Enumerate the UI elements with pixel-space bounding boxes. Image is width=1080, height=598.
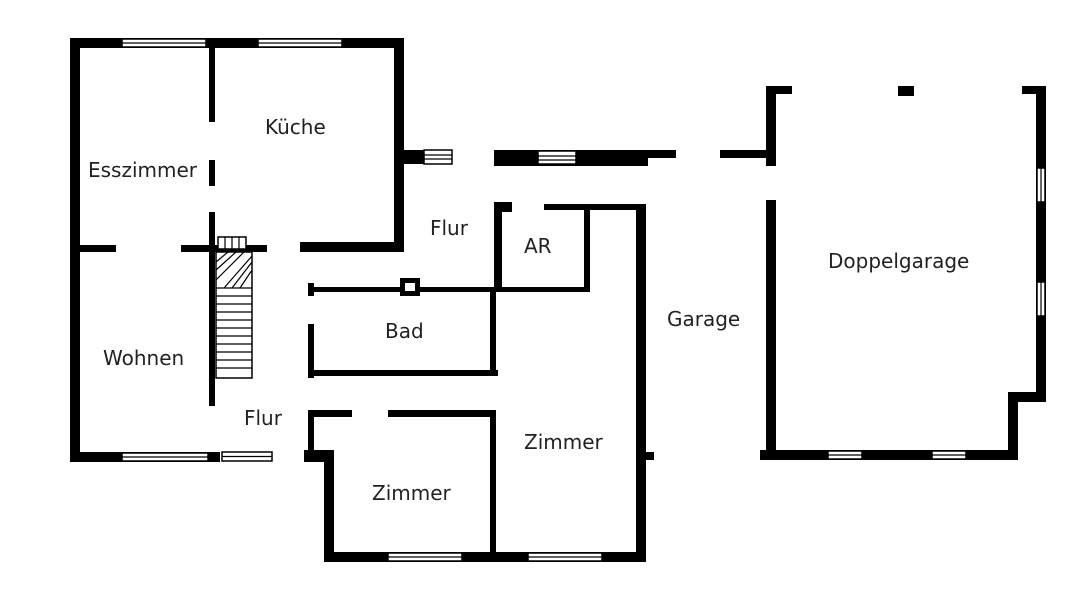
- room-label-ar: AR: [524, 234, 552, 258]
- room-labels: Esszimmer Küche Wohnen Flur Flur AR Bad …: [88, 115, 969, 505]
- room-label-bad: Bad: [385, 319, 424, 343]
- house-walls: [70, 38, 424, 462]
- room-label-flur-upper: Flur: [430, 216, 469, 240]
- house-windows: [121, 38, 453, 462]
- room-label-esszimmer: Esszimmer: [88, 158, 198, 182]
- garage-windows: [827, 167, 1046, 460]
- middle-walls: [304, 150, 676, 562]
- room-label-doppelgarage: Doppelgarage: [828, 249, 969, 273]
- room-label-flur-lower: Flur: [244, 406, 283, 430]
- garage-walls: [720, 86, 1046, 460]
- staircase: [215, 236, 253, 379]
- room-label-zimmer-small: Zimmer: [372, 481, 452, 505]
- room-label-zimmer-large: Zimmer: [524, 430, 604, 454]
- room-label-garage: Garage: [667, 307, 740, 331]
- room-label-kueche: Küche: [265, 115, 326, 139]
- middle-windows: [387, 150, 603, 562]
- room-label-wohnen: Wohnen: [103, 346, 184, 370]
